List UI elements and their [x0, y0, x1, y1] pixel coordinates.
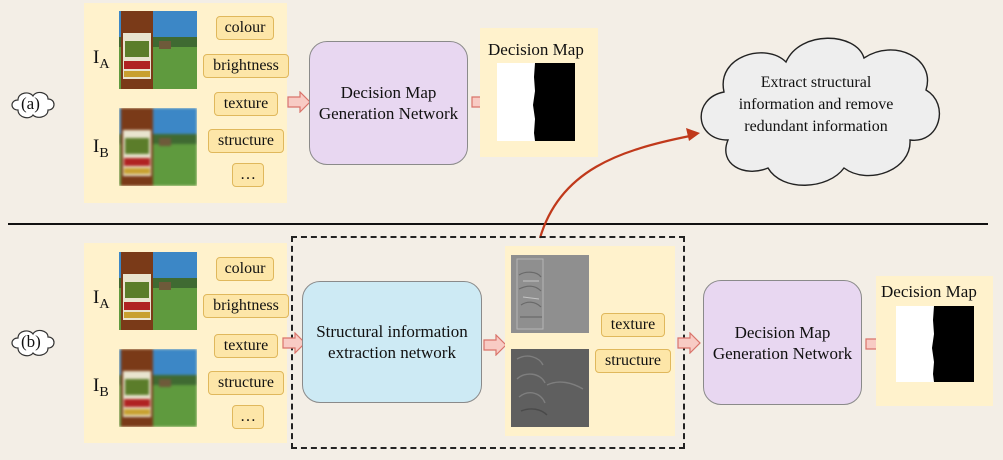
- section-divider: [8, 223, 988, 225]
- output-title-b: Decision Map: [881, 282, 977, 301]
- source-image-a: [119, 252, 197, 330]
- feature-tag-colour: colour: [216, 257, 274, 281]
- source-image-b: [119, 108, 197, 186]
- cloud-bubble-icon: [11, 329, 55, 357]
- marker-b-label: (b): [21, 332, 41, 351]
- structure-map-b: [511, 349, 589, 427]
- output-title-a: Decision Map: [488, 40, 584, 59]
- input-b-label: IB: [93, 375, 109, 400]
- feature-tag-colour: colour: [216, 16, 274, 40]
- cloud-bubble-icon: [11, 91, 55, 119]
- decision-map-network-b: Decision Map Generation Network: [703, 280, 862, 405]
- marker-a-label: (a): [21, 94, 40, 113]
- marker-b: (b): [8, 326, 58, 360]
- decision-map-a: [497, 63, 575, 141]
- feature-tag-structure: structure: [208, 371, 284, 395]
- feature-tag-ellipsis: …: [232, 405, 264, 429]
- source-image-b: [119, 349, 197, 427]
- decision-map-b: [896, 306, 974, 382]
- structural-extraction-network: Structural information extraction networ…: [302, 281, 482, 403]
- feature-tag-texture: texture: [214, 92, 278, 116]
- feature-tag-ellipsis: …: [232, 163, 264, 187]
- feature-tag-structure: structure: [208, 129, 284, 153]
- input-b-label: IB: [93, 136, 109, 161]
- extracted-tag-texture: texture: [601, 313, 665, 337]
- source-image-a: [119, 11, 197, 89]
- marker-a: (a): [8, 88, 58, 122]
- structure-map-a: [511, 255, 589, 333]
- input-a-label: IA: [93, 287, 110, 312]
- annotation-cloud: Extract structural information and remov…: [688, 28, 948, 190]
- extracted-tag-structure: structure: [595, 349, 671, 373]
- feature-tag-texture: texture: [214, 334, 278, 358]
- decision-map-network-a: Decision Map Generation Network: [309, 41, 468, 165]
- annotation-cloud-text: Extract structural information and remov…: [738, 74, 894, 135]
- feature-tag-brightness: brightness: [203, 294, 289, 318]
- input-a-label: IA: [93, 47, 110, 72]
- feature-tag-brightness: brightness: [203, 54, 289, 78]
